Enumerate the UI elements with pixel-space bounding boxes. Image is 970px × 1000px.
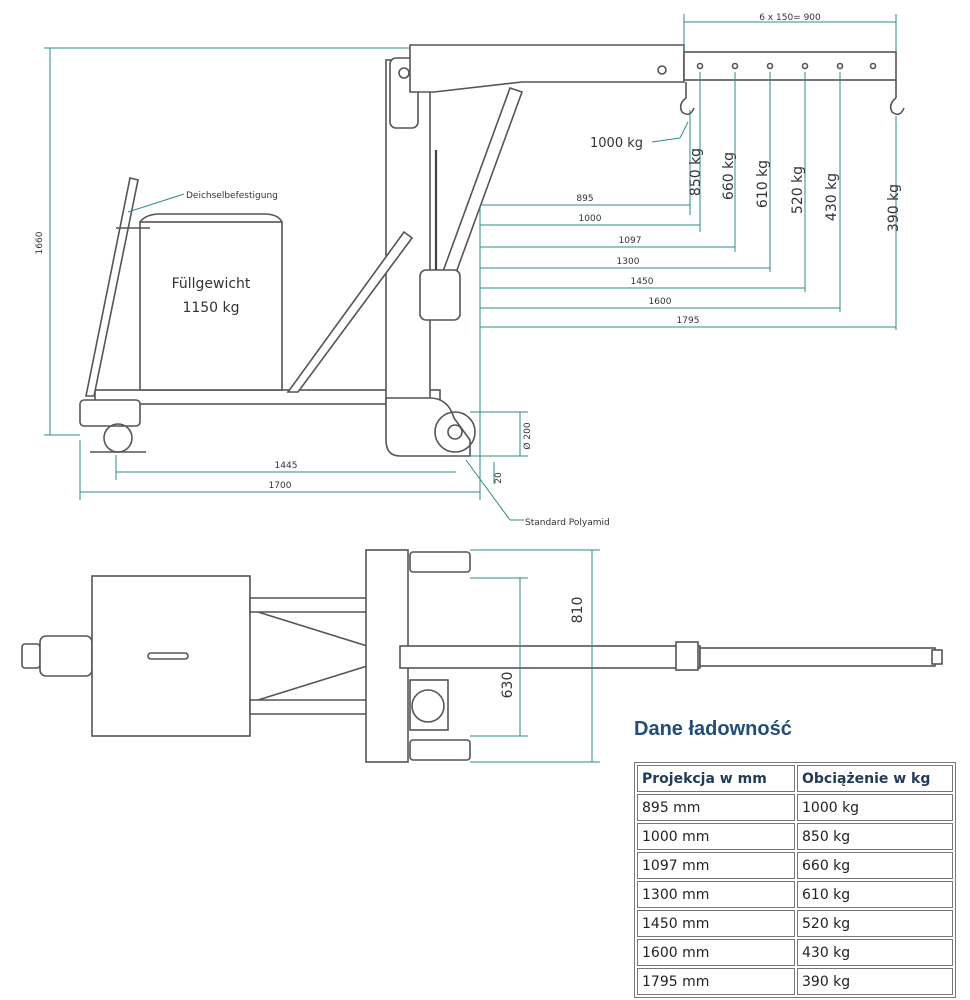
projection-cell: 1097 mm	[637, 852, 795, 879]
boom-pin	[657, 65, 667, 75]
rear-wheel-bracket	[79, 399, 141, 427]
projection-cell: 895 mm	[637, 794, 795, 821]
boom-holes	[696, 62, 877, 70]
reach-1300: 1300	[617, 257, 640, 267]
load-cell: 1000 kg	[797, 794, 953, 821]
reach-1795: 1795	[677, 316, 700, 326]
boom-ext-top	[699, 647, 936, 667]
load-1450: 520 kg	[790, 166, 806, 214]
wheel-leader	[465, 459, 511, 521]
tiller-label: Deichselbefestigung	[186, 191, 278, 201]
frame-brace-1	[257, 611, 381, 701]
wheel-top-right	[409, 739, 471, 761]
boom-top	[399, 645, 701, 669]
load-cell: 520 kg	[797, 910, 953, 937]
reach-895: 895	[576, 194, 593, 204]
reach-1450: 1450	[631, 277, 654, 287]
frame-leg-upper	[249, 597, 371, 613]
front-leg	[385, 397, 471, 457]
diagonal-strut	[286, 230, 414, 393]
load-1600: 430 kg	[824, 173, 840, 221]
boom-extension	[683, 51, 897, 81]
hook-near	[679, 82, 695, 116]
mast-pivot	[398, 67, 410, 79]
width-outer-label: 810	[570, 597, 586, 624]
rear-wheel	[103, 423, 133, 453]
capacity-title: Dane ładowność	[634, 718, 792, 740]
header-load: Obciążenie w kg	[797, 765, 953, 792]
pin-block	[675, 641, 699, 671]
header-projection: Projekcja w mm	[637, 765, 795, 792]
front-wheel-hub	[447, 424, 463, 440]
tiller-leader	[127, 193, 185, 213]
projection-cell: 1450 mm	[637, 910, 795, 937]
projection-cell: 1000 mm	[637, 823, 795, 850]
tiller	[85, 177, 139, 397]
base-1445: 1445	[275, 461, 298, 471]
max-load-label: 1000 kg	[590, 136, 643, 151]
reach-1600: 1600	[649, 297, 672, 307]
boom-head	[931, 649, 943, 665]
reach-dimensions: 895 1000 1097 1300 1450 1600 1795	[479, 72, 897, 460]
width-inner-label: 630	[500, 672, 516, 699]
frame-leg-lower	[249, 699, 371, 715]
coupling	[21, 643, 41, 669]
load-cell: 660 kg	[797, 852, 953, 879]
load-cell: 850 kg	[797, 823, 953, 850]
load-labels: 850 kg 660 kg 610 kg 520 kg 430 kg 390 k…	[688, 148, 902, 232]
pump-housing	[409, 679, 449, 731]
load-1097: 660 kg	[721, 152, 737, 200]
projection-cell: 1795 mm	[637, 968, 795, 995]
boom-extension-label: 6 x 150= 900	[759, 13, 821, 23]
coupling-frame	[39, 635, 93, 677]
ground-clearance: 20	[494, 472, 504, 484]
wheel-diameter: Ø 200	[522, 422, 533, 449]
weight-label-line1: Füllgewicht	[172, 276, 251, 292]
boom	[409, 44, 685, 93]
hydraulic-pump	[419, 269, 461, 321]
base-1700: 1700	[269, 481, 292, 491]
front-wheel	[434, 411, 476, 453]
load-1300: 610 kg	[755, 160, 771, 208]
pump-top	[411, 689, 445, 723]
reach-1097: 1097	[619, 236, 642, 246]
counterweight-handle	[147, 652, 189, 660]
load-cell: 390 kg	[797, 968, 953, 995]
reach-1000: 1000	[579, 214, 602, 224]
load-1795: 390 kg	[886, 184, 902, 232]
capacity-header-row: Projekcja w mm Obciążenie w kg	[637, 765, 953, 792]
projection-cell: 1600 mm	[637, 939, 795, 966]
load-cell: 430 kg	[797, 939, 953, 966]
side-view: Füllgewicht 1150 kg Deichselbefestigung …	[35, 13, 905, 528]
load-cell: 610 kg	[797, 881, 953, 908]
weight-label-line2: 1150 kg	[182, 300, 239, 316]
height-label: 1660	[35, 231, 45, 254]
wheel-top-left	[409, 551, 471, 573]
wheel-label: Standard Polyamid	[525, 518, 610, 528]
top-view: 810 630	[21, 549, 943, 763]
counterweight-box	[139, 221, 283, 391]
projection-cell: 1300 mm	[637, 881, 795, 908]
hook-far	[889, 80, 905, 116]
counterweight-lid	[139, 213, 283, 223]
load-1000: 850 kg	[688, 148, 704, 196]
